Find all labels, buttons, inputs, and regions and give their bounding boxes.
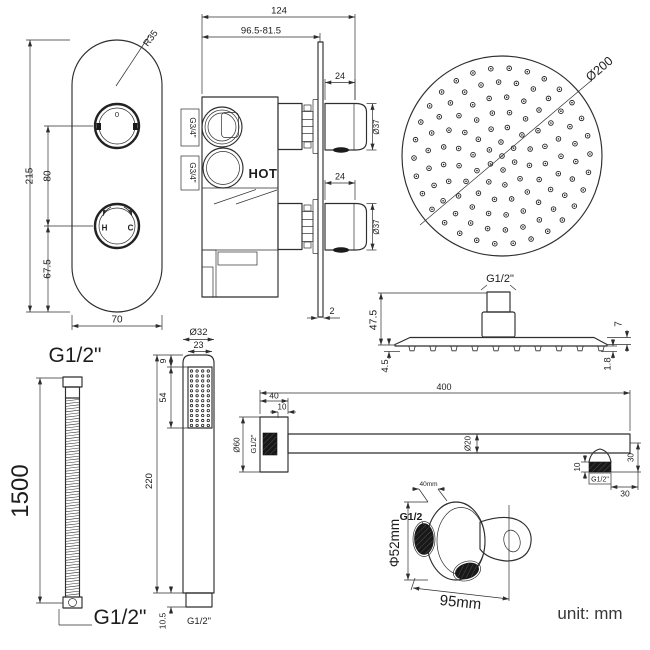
handset-holder <box>479 516 532 562</box>
dim-head-height: 47.5 <box>368 310 380 331</box>
shower-arm-drawing: 400 40 10 G1/2" Ø60 Ø20 G1/2" 10 30 30 <box>233 382 641 499</box>
valve-side-view: HOT G3/4" G3/4" <box>180 6 381 321</box>
dim-tip-thickness: 1.8 <box>603 357 614 370</box>
head-thread-neck <box>486 291 511 313</box>
hose-top-nut <box>62 376 83 388</box>
hand-connector <box>185 592 213 608</box>
overhead-shower-top-view: Ø200 <box>401 54 616 257</box>
dim-bottom-offset: 67.5 <box>43 259 54 279</box>
dim-hose-thread-bottom: G1/2" <box>94 606 147 629</box>
valve-bottom-stem <box>277 199 318 254</box>
cold-arrow-icon <box>123 206 133 217</box>
diameter-line <box>419 79 593 226</box>
shower-head-outline <box>401 55 603 257</box>
valve-body-outline <box>201 96 279 298</box>
trim-plate-front-view: 0 H C R35 215 80 67.5 70 <box>25 28 163 330</box>
dim-flange-inset: 10 <box>278 403 287 412</box>
hot-arrow-icon <box>102 206 112 217</box>
arm-tube <box>287 433 631 454</box>
radius-leader-line <box>115 35 150 87</box>
diverter-knob: 0 <box>93 102 141 150</box>
dim-thread-len: 10 <box>573 462 582 471</box>
arm-wall-thread <box>262 432 278 456</box>
dim-hand-dia: Ø32 <box>190 327 208 338</box>
dim-knob-top-dia: Ø37 <box>372 119 381 135</box>
dim-head-diameter: Ø200 <box>583 54 615 84</box>
trim-plate-outline <box>71 39 163 313</box>
head-ball-joint <box>481 311 516 338</box>
hose-bottom-nut <box>62 596 83 609</box>
dim-hose-length: 1500 <box>7 464 34 517</box>
dim-conn-height: 10.5 <box>158 612 168 629</box>
dim-nozzle-height: 4.5 <box>380 359 391 372</box>
diverter-zero-mark: 0 <box>115 110 119 119</box>
valve-bottom-port <box>202 147 244 189</box>
dim-corner-radius: R35 <box>141 28 160 49</box>
dim-knob-bottom-dia: Ø37 <box>372 219 381 235</box>
dim-outlet-dia: Φ52mm <box>387 519 402 567</box>
dim-valve-depth: 124 <box>271 6 287 17</box>
dim-drop-height: 30 <box>627 453 636 462</box>
valve-top-knob <box>324 102 368 153</box>
valve-bottom-knob <box>324 202 368 253</box>
dim-edge-thickness: 7 <box>614 321 625 327</box>
outlet-bottom-thread <box>455 562 479 580</box>
dim-valve-adjust: 96.5-81.5 <box>241 26 281 37</box>
dim-hand-thread: G1/2" <box>187 616 211 627</box>
overhead-shower-side-view: G1/2" 47.5 4.5 7 1.8 <box>368 273 631 373</box>
dim-end-offset: 30 <box>620 489 630 499</box>
dim-inlet-bottom-thread: G3/4" <box>188 162 197 182</box>
temperature-knob: H C <box>93 202 141 250</box>
dim-face-width: 23 <box>193 340 203 350</box>
arm-head-thread <box>588 461 612 473</box>
dim-inlet-top-thread: G3/4" <box>188 117 197 137</box>
dim-flange-width: 40 <box>269 391 279 401</box>
hot-inlet-label: HOT <box>249 166 278 181</box>
wall-outlet-drawing: 40mm Φ52mm G1/2 95mm <box>387 481 532 613</box>
valve-top-port <box>201 106 243 148</box>
dim-knob-spacing: 80 <box>43 170 54 182</box>
hand-spray-face <box>187 366 213 429</box>
hose-ribs <box>65 399 80 596</box>
dim-plate-height: 215 <box>25 167 36 184</box>
unit-note: unit: mm <box>557 604 622 623</box>
hand-face-dots <box>189 369 210 428</box>
dim-arm-wall-thread: G1/2" <box>249 434 258 453</box>
dim-hose-thread-top: G1/2" <box>49 344 102 367</box>
arm-elbow-dome <box>588 448 612 463</box>
head-dots <box>411 65 593 247</box>
cold-mark: C <box>128 224 134 233</box>
dim-head-thread: G1/2" <box>486 273 514 285</box>
hand-shower-body <box>182 354 215 594</box>
dim-face-height: 54 <box>158 392 168 402</box>
dim-plate-thickness: 2 <box>329 306 334 316</box>
dim-arm-length: 400 <box>436 382 451 392</box>
dim-outlet-thread: G1/2 <box>400 511 423 523</box>
hot-mark: H <box>102 224 108 233</box>
head-disc-profile <box>394 336 608 347</box>
dim-arm-head-thread: G1/2" <box>591 477 609 484</box>
dim-hand-length: 220 <box>144 473 155 489</box>
dim-knob-top-length: 24 <box>335 71 345 81</box>
valve-top-stem <box>277 99 318 154</box>
dim-tube-dia: Ø20 <box>464 435 473 451</box>
dim-knob-bottom-length: 24 <box>335 172 345 182</box>
hand-shower-drawing: Ø32 23 G1/2" 9 54 220 10.5 <box>144 327 215 629</box>
shower-hose-drawing: G1/2" G1/2" 1500 <box>7 344 146 629</box>
dim-outlet-depth: 40mm <box>419 481 437 488</box>
dim-plate-width: 70 <box>111 315 123 326</box>
outlet-inlet-thread <box>414 523 434 555</box>
dim-face-top: 9 <box>158 358 168 363</box>
dim-flange-dia: Ø60 <box>233 437 242 453</box>
wall-plate <box>317 41 324 318</box>
dim-outlet-width: 95mm <box>439 592 482 613</box>
head-side-nozzles <box>408 345 605 352</box>
